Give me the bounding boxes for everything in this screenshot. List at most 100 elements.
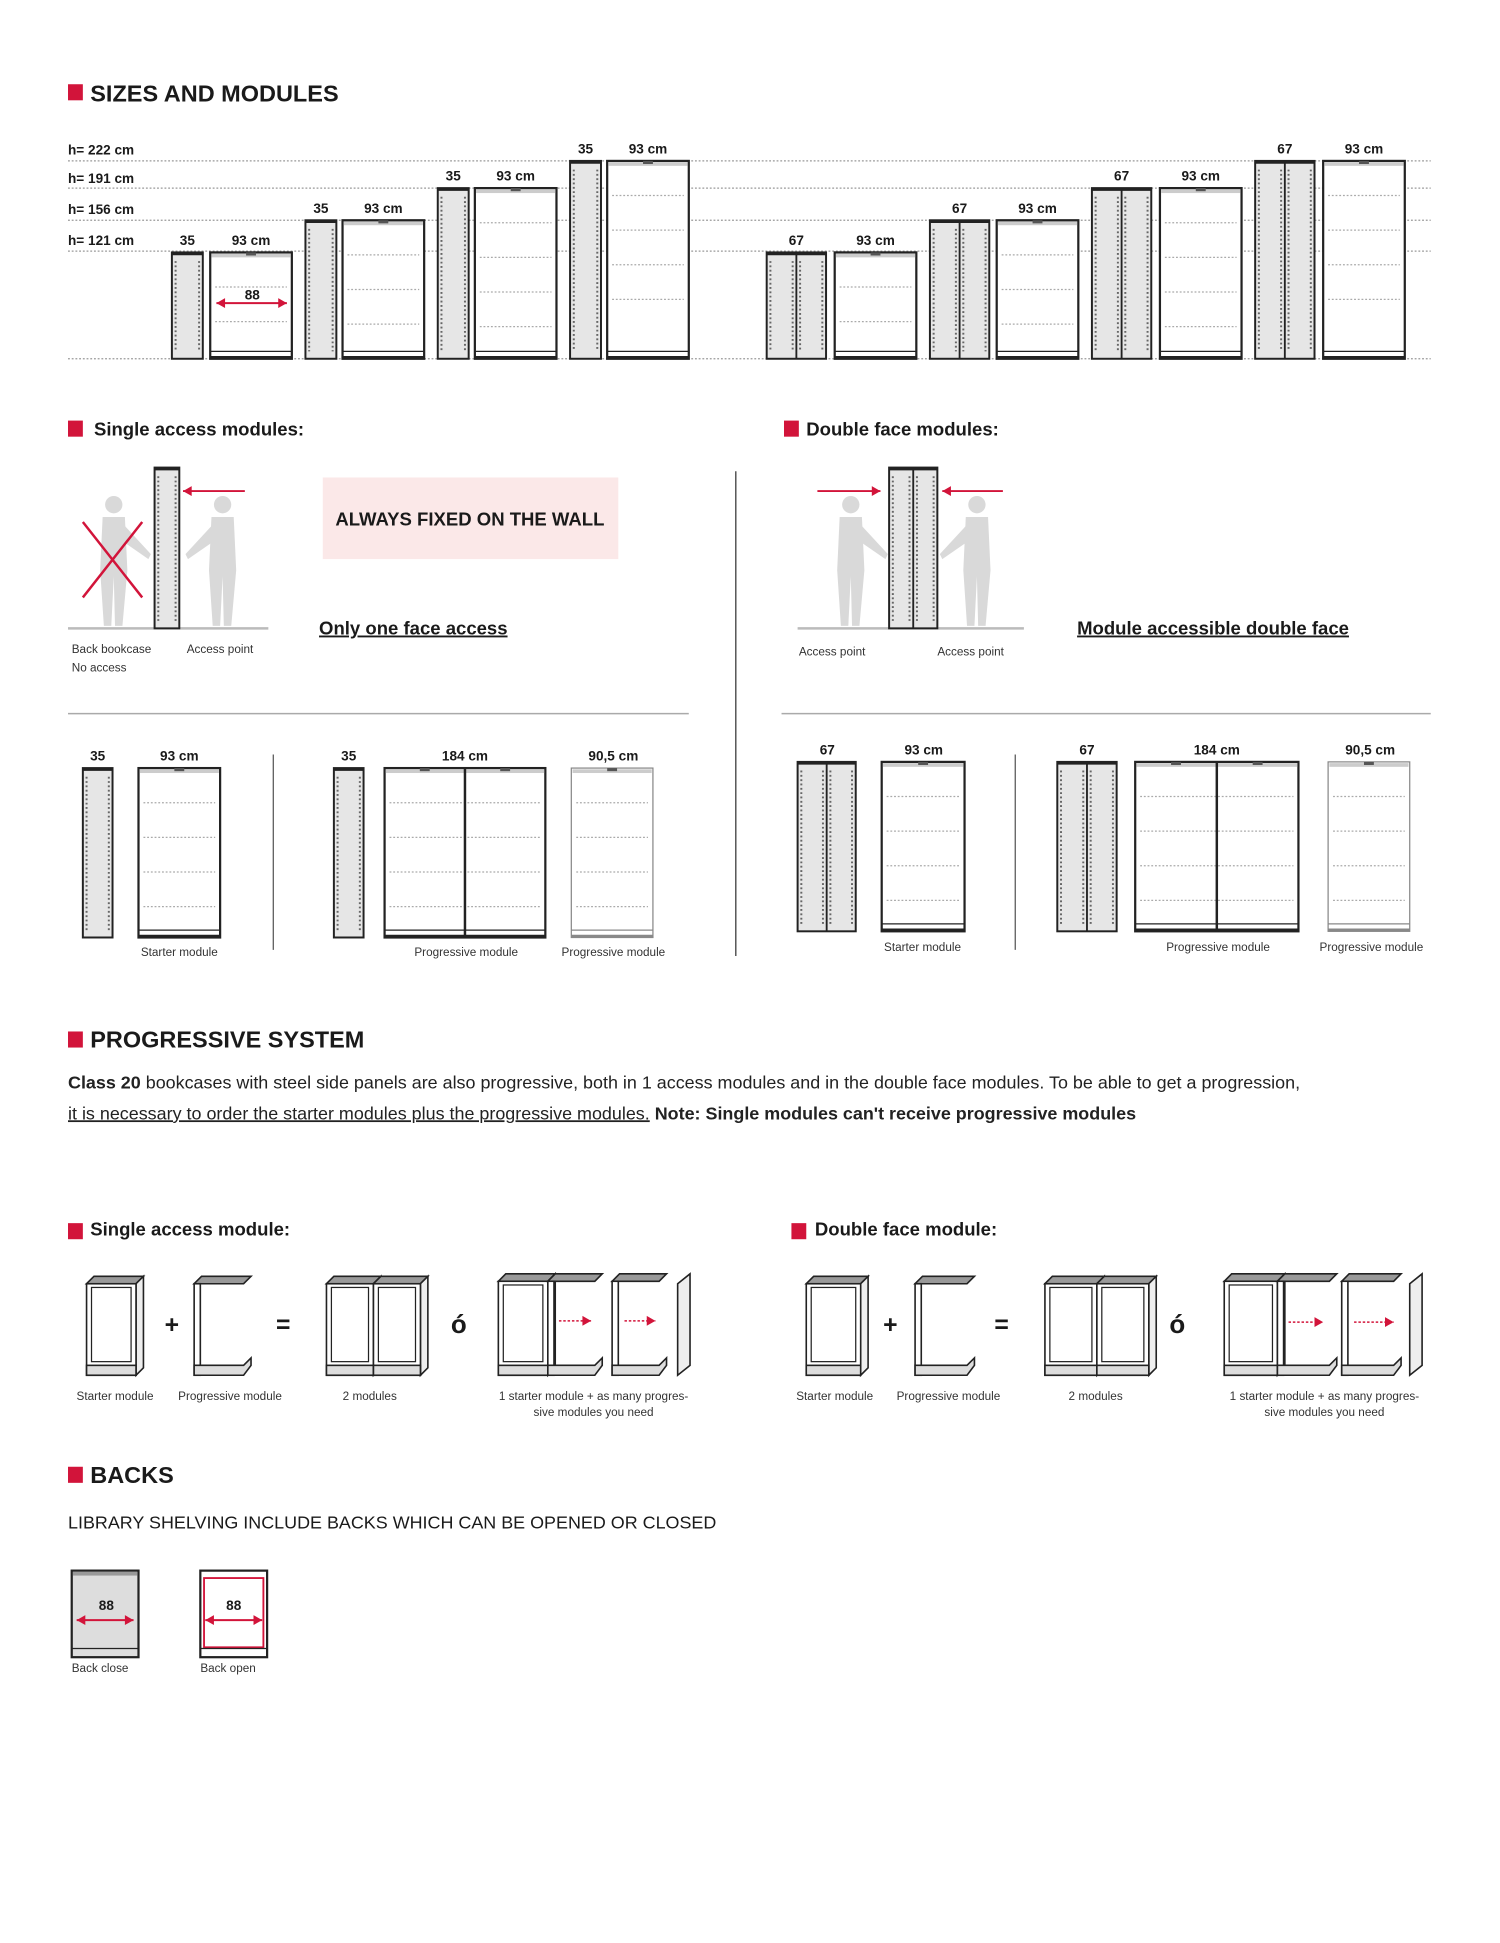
section-marker <box>784 420 799 437</box>
module-label: sive modules you need <box>534 1406 654 1419</box>
side-depth-label: 67 <box>1277 141 1292 156</box>
height-label: h= 121 cm <box>68 233 134 248</box>
module-label: Progressive module <box>897 1390 1001 1403</box>
module-width-label: 93 cm <box>496 169 535 184</box>
shelf-module <box>1322 159 1406 360</box>
section-marker <box>791 1223 807 1240</box>
section-marker <box>68 1466 83 1483</box>
backs-diagram <box>70 1569 269 1659</box>
back-close-label: Back close <box>72 1662 129 1675</box>
back-closed-module <box>70 1569 140 1659</box>
shelf-module <box>1327 761 1411 932</box>
shelf-module <box>137 766 222 939</box>
double-side-panel <box>1254 159 1316 360</box>
no-access-label: No access <box>72 662 127 675</box>
arrow-icon <box>1354 1317 1394 1328</box>
shelf-module <box>995 219 1080 360</box>
shelf-module <box>473 186 558 360</box>
starter-module-icon <box>804 1274 871 1378</box>
double-face-figure <box>797 466 1024 630</box>
progressive-title: PROGRESSIVE SYSTEM <box>90 1027 364 1053</box>
side-depth-label: 35 <box>313 201 329 216</box>
progressive-module-icon <box>1275 1273 1339 1377</box>
or-sign: ó <box>451 1309 467 1339</box>
module-label: Starter module <box>884 941 961 954</box>
module-label: 1 starter module + as many progres- <box>1230 1390 1420 1403</box>
single-progression-diagram <box>84 1271 691 1378</box>
starter-module-icon <box>1094 1274 1159 1378</box>
single-access-title: Single access modules: <box>94 418 304 439</box>
double-face-title: Double face modules: <box>806 418 999 439</box>
notice-text: ALWAYS FIXED ON THE WALL <box>335 509 604 530</box>
single-access-figure <box>68 466 269 630</box>
progressive-paragraph-line2: it is necessary to order the starter mod… <box>68 1103 1136 1123</box>
module-width-label: 93 cm <box>364 201 403 216</box>
arrow-icon <box>624 1315 656 1326</box>
section-marker <box>68 84 83 101</box>
notice-box <box>322 477 619 560</box>
back-bookcase-label: Back bookcase <box>72 643 152 656</box>
width-arrow-icon <box>76 1615 134 1626</box>
height-label: h= 191 cm <box>68 171 134 186</box>
module-width-label: 93 cm <box>1018 201 1057 216</box>
module-label: 2 modules <box>1069 1390 1123 1403</box>
dim-label: 93 cm <box>160 749 199 764</box>
module-width-label: 93 cm <box>232 233 271 248</box>
person-silhouette-icon <box>185 496 237 626</box>
arrow-icon <box>817 486 881 497</box>
module-label: 2 modules <box>343 1390 397 1403</box>
single-module-title: Single access module: <box>90 1219 290 1240</box>
starter-module-icon <box>1042 1274 1107 1378</box>
progressive-module-icon <box>192 1275 253 1377</box>
module-label: Starter module <box>141 946 218 959</box>
arrow-icon <box>558 1315 592 1326</box>
width-label: 88 <box>99 1598 115 1613</box>
progressive-module-icon <box>1339 1273 1404 1377</box>
side-panel <box>332 767 365 939</box>
height-label: h= 156 cm <box>68 202 134 217</box>
person-silhouette-icon <box>100 496 151 626</box>
double-face-caption: Module accessible double face <box>1077 618 1349 639</box>
access-point-label: Access point <box>799 646 866 659</box>
equals-sign: = <box>994 1312 1008 1339</box>
section-marker <box>68 1223 83 1240</box>
sizes-title: SIZES AND MODULES <box>90 81 338 107</box>
dim-label: 184 cm <box>1194 742 1240 757</box>
module-label: 1 starter module + as many progres- <box>499 1390 689 1403</box>
shelf-module <box>570 767 654 939</box>
starter-module-icon <box>1222 1271 1287 1378</box>
progressive-paragraph-line1: Class 20 bookcases with steel side panel… <box>68 1072 1300 1092</box>
side-panel <box>304 219 338 360</box>
person-silhouette-icon <box>939 496 991 626</box>
double-face-modules <box>796 760 1411 933</box>
end-panel-icon <box>676 1272 691 1377</box>
paragraph-text: bookcases with steel side panels are als… <box>141 1072 1300 1092</box>
dim-label: 67 <box>1079 742 1094 757</box>
double-side-panel <box>765 251 828 360</box>
width-arrow-icon <box>205 1615 263 1626</box>
side-panel <box>170 251 204 360</box>
progressive-module-icon <box>610 1273 669 1377</box>
inner-width-label: 88 <box>245 287 261 302</box>
starter-module-icon <box>84 1274 146 1378</box>
module-width-label: 93 cm <box>1345 141 1384 156</box>
side-depth-label: 67 <box>952 201 967 216</box>
double-side-panel <box>888 466 939 630</box>
backs-title: BACKS <box>90 1462 174 1488</box>
side-panel <box>436 187 470 360</box>
double-side-panel <box>1056 760 1118 933</box>
side-depth-label: 67 <box>1114 169 1129 184</box>
module-width-label: 93 cm <box>1181 169 1220 184</box>
side-panel <box>81 767 114 939</box>
arrow-icon <box>942 486 1003 497</box>
access-point-label: Access point <box>187 643 254 656</box>
starter-module-icon <box>371 1274 430 1378</box>
side-depth-label: 35 <box>180 233 196 248</box>
shelf-module <box>833 251 918 360</box>
side-depth-label: 35 <box>578 141 594 156</box>
module-label: Progressive module <box>1320 941 1424 954</box>
starter-module-icon <box>496 1271 558 1378</box>
class-name: Class 20 <box>68 1072 141 1092</box>
dim-label: 90,5 cm <box>588 749 638 764</box>
